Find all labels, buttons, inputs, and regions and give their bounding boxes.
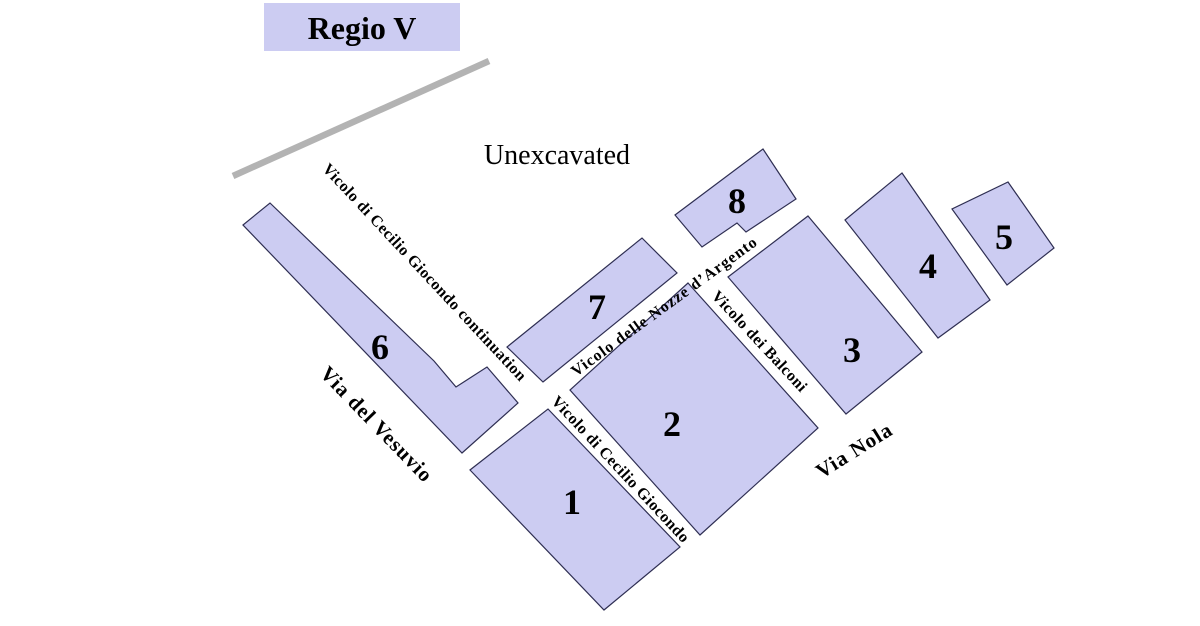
insula-7: 7 [506,237,678,383]
insula-3-shape[interactable] [727,215,923,415]
insula-6: 6 [242,202,519,454]
insula-3-number: 3 [843,330,861,370]
insula-8: 8 [674,148,797,248]
unexcavated-label: Unexcavated [484,140,630,171]
insula-3: 3 [727,215,923,415]
insula-1-number: 1 [563,482,581,522]
regio-title: Regio V [308,10,417,46]
insula-7-shape[interactable] [506,237,678,383]
insula-5-number: 5 [995,217,1013,257]
insula-4-number: 4 [919,246,937,286]
insula-6-number: 6 [371,327,389,367]
insula-5-shape[interactable] [951,181,1055,286]
insula-2-shape[interactable] [569,282,819,536]
insula-1-shape[interactable] [469,408,681,611]
insula-1: 1 [469,408,681,611]
insula-7-number: 7 [588,287,606,327]
insula-4: 4 [844,172,991,339]
insula-2-number: 2 [663,404,681,444]
boundary-line [231,58,491,179]
insula-8-shape[interactable] [674,148,797,248]
insula-4-shape[interactable] [844,172,991,339]
insula-8-number: 8 [728,181,746,221]
regio-title-box [264,3,460,51]
street-label-via-nola: Via Nola [811,417,897,483]
insula-6-shape[interactable] [242,202,519,454]
insula-5: 5 [951,181,1055,286]
insula-2: 2 [569,282,819,536]
